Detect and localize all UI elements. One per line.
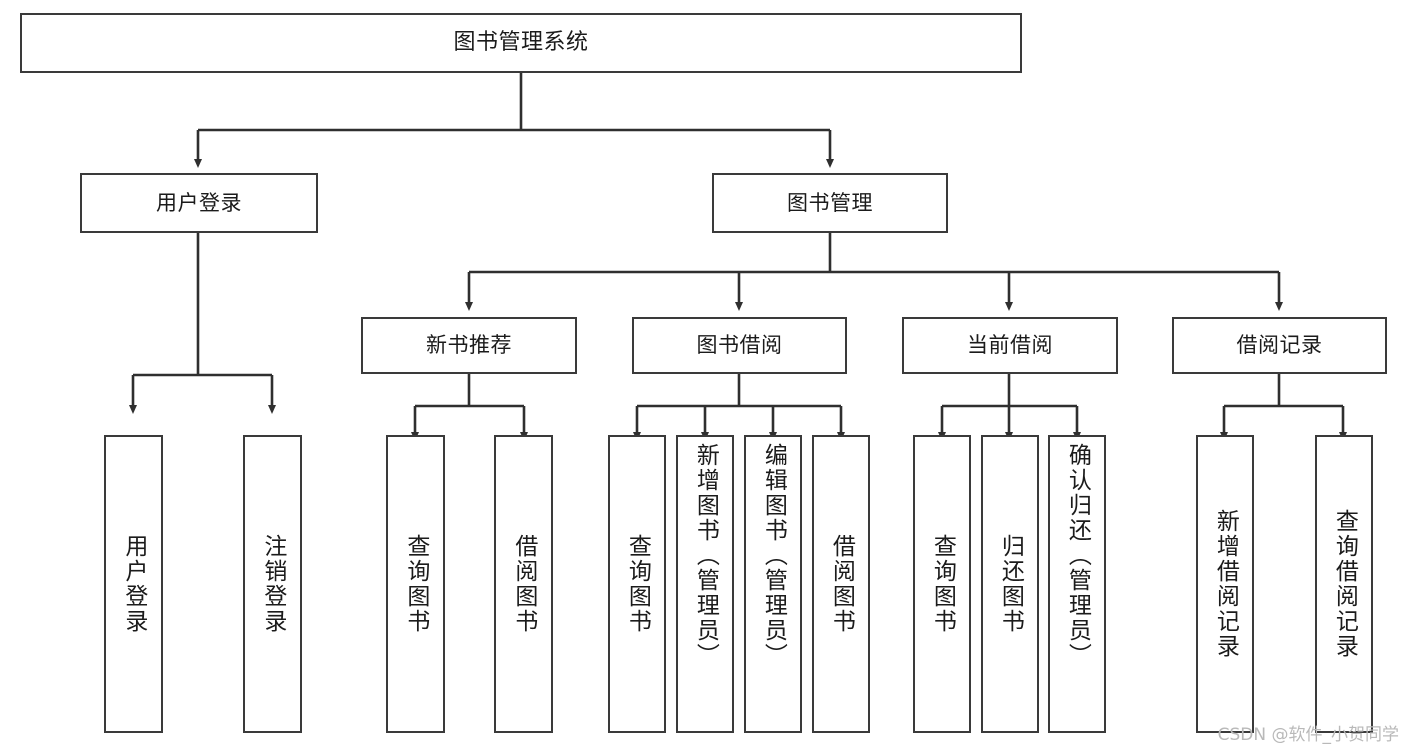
leaf-logout[interactable]: 注销登录 <box>243 435 302 733</box>
watermark: CSDN @软件_小贺同学 <box>1217 725 1399 745</box>
node-label: 新增图书（管理员） <box>692 443 719 668</box>
node-user-login[interactable]: 用户登录 <box>80 173 318 233</box>
node-book-management[interactable]: 图书管理 <box>712 173 948 233</box>
node-label: 查询图书 <box>402 534 429 634</box>
leaf-query-book-borrow[interactable]: 查询图书 <box>608 435 666 733</box>
leaf-confirm-return-admin[interactable]: 确认归还（管理员） <box>1048 435 1106 733</box>
leaf-return-book[interactable]: 归还图书 <box>981 435 1039 733</box>
node-label: 编辑图书（管理员） <box>760 443 787 668</box>
node-label: 查询借阅记录 <box>1331 509 1358 659</box>
node-label: 查询图书 <box>624 534 651 634</box>
leaf-query-book-current[interactable]: 查询图书 <box>913 435 971 733</box>
node-label: 用户登录 <box>156 190 242 215</box>
node-label: 图书管理系统 <box>453 30 589 56</box>
node-label: 图书管理 <box>787 190 873 215</box>
node-label: 借阅图书 <box>828 534 855 634</box>
node-label: 借阅图书 <box>510 534 537 634</box>
node-label: 用户登录 <box>120 534 147 634</box>
node-label: 注销登录 <box>259 534 286 634</box>
leaf-user-login[interactable]: 用户登录 <box>104 435 163 733</box>
node-label: 新书推荐 <box>426 333 512 358</box>
leaf-add-borrow-record[interactable]: 新增借阅记录 <box>1196 435 1254 733</box>
leaf-add-book-admin[interactable]: 新增图书（管理员） <box>676 435 734 733</box>
leaf-borrow-book-new[interactable]: 借阅图书 <box>494 435 553 733</box>
leaf-edit-book-admin[interactable]: 编辑图书（管理员） <box>744 435 802 733</box>
node-label: 查询图书 <box>929 534 956 634</box>
node-label: 确认归还（管理员） <box>1064 443 1091 668</box>
leaf-query-book-new[interactable]: 查询图书 <box>386 435 445 733</box>
node-label: 当前借阅 <box>967 333 1053 358</box>
node-label: 图书借阅 <box>696 333 783 358</box>
node-book-borrow[interactable]: 图书借阅 <box>632 317 847 374</box>
node-new-book-recommend[interactable]: 新书推荐 <box>361 317 577 374</box>
node-label: 借阅记录 <box>1236 333 1323 358</box>
leaf-query-borrow-record[interactable]: 查询借阅记录 <box>1315 435 1373 733</box>
node-borrow-record[interactable]: 借阅记录 <box>1172 317 1387 374</box>
node-label: 新增借阅记录 <box>1212 509 1239 659</box>
leaf-borrow-book-borrow[interactable]: 借阅图书 <box>812 435 870 733</box>
node-root-book-management-system[interactable]: 图书管理系统 <box>20 13 1022 73</box>
node-current-borrow[interactable]: 当前借阅 <box>902 317 1118 374</box>
node-label: 归还图书 <box>997 534 1024 634</box>
